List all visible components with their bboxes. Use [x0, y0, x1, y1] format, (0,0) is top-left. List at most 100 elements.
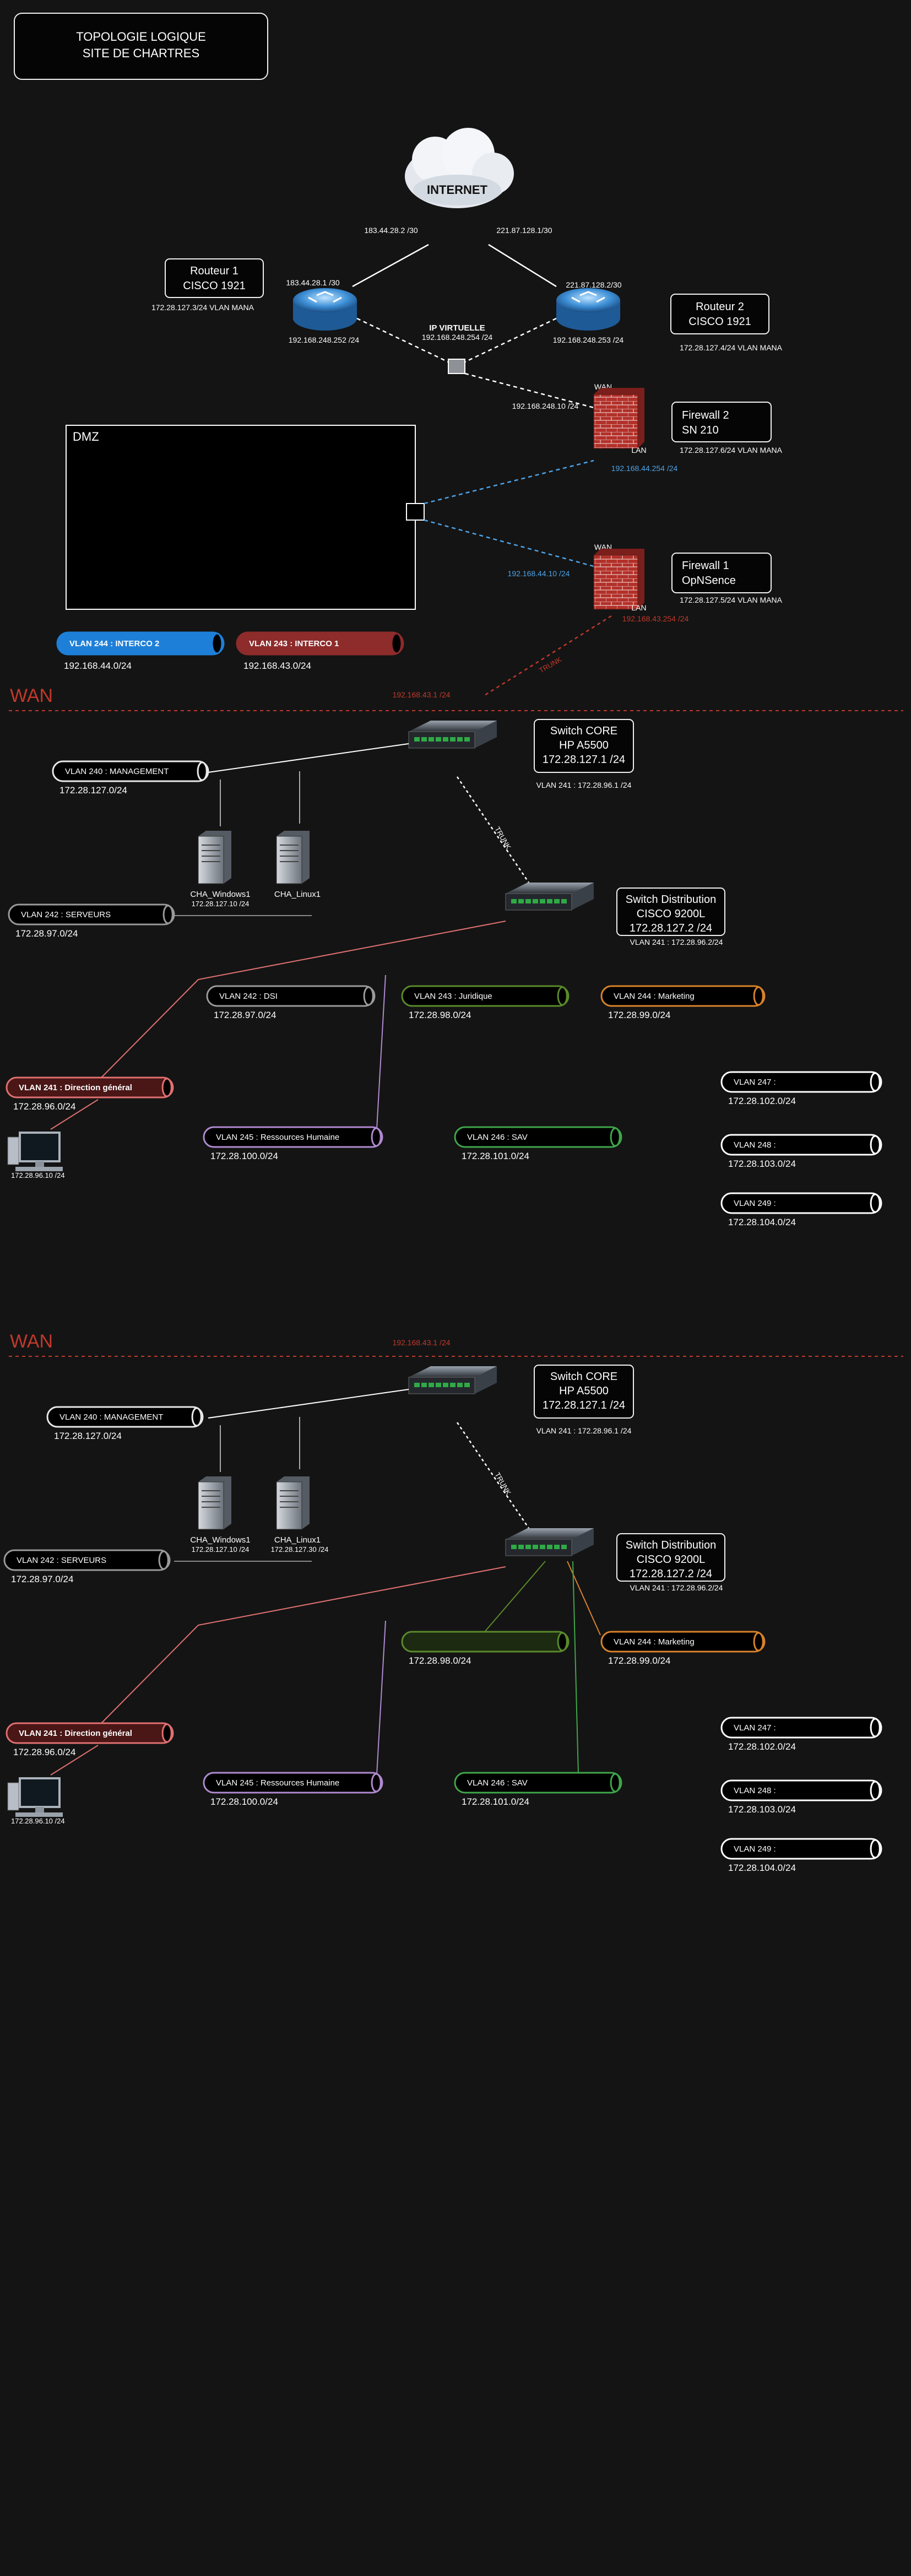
- vlan-pipe-sav-cap: [610, 1773, 621, 1793]
- vlan-pipe-jur-body: [401, 1631, 570, 1653]
- vlan-pipe-v248-cap: [870, 1781, 881, 1800]
- vlan-pipe-serv-cap: [162, 905, 173, 924]
- vlan-pipe-serv-net: 172.28.97.0/24: [11, 1574, 73, 1584]
- pc-icon-tower: [7, 1782, 19, 1811]
- core-switch-icon-top: [409, 721, 497, 732]
- internet-label: INTERNET: [427, 183, 488, 197]
- vlan-pipe-rh-label: VLAN 245 : Ressources Humaine: [216, 1778, 339, 1788]
- core-switch-vlan: VLAN 241 : 172.28.96.1 /24: [536, 1426, 632, 1435]
- vlan-pipe-v247-net: 172.28.102.0/24: [728, 1096, 796, 1106]
- server-windows-icon: [198, 831, 231, 884]
- fw1-lan-label: LAN: [631, 603, 646, 612]
- vlan-pipe-v248: VLAN 248 :172.28.103.0/24: [720, 1779, 882, 1815]
- fw2-wan-ip: 192.168.248.10 /24: [512, 402, 579, 410]
- vlan-pipe-dir: VLAN 241 : Direction général172.28.96.0/…: [6, 1722, 174, 1757]
- vlan-pipe-mgmt-cap: [191, 1407, 202, 1427]
- fw2-lan-label: LAN: [631, 446, 646, 454]
- core-switch-label-frame: [534, 1365, 634, 1419]
- vlan-pipe-rh-body: [203, 1126, 383, 1148]
- vlan-pipe-mkt-body: [600, 1631, 766, 1653]
- pc-ip: 172.28.96.10 /24: [11, 1817, 65, 1825]
- pc-icon-screen: [19, 1777, 61, 1808]
- vlan-pipe-interco1-cap: [391, 632, 403, 654]
- router2-mgmt: 172.28.127.4/24 VLAN MANA: [680, 343, 783, 352]
- link-dmz-fw2: [424, 459, 594, 505]
- vlan-pipe-serv-label: VLAN 242 : SERVEURS: [21, 910, 111, 919]
- fw1-lan-ip: 192.168.43.254 /24: [622, 614, 689, 623]
- vlan-pipe-jur-net: 172.28.98.0/24: [409, 1655, 471, 1666]
- vip-hub-icon: [448, 359, 465, 374]
- core-switch-label-line2: HP A5500: [559, 739, 609, 751]
- server-linux-name: CHA_Linux1: [274, 890, 321, 899]
- core-switch-icon-port: [457, 737, 463, 742]
- vlan-pipe-jur: 172.28.98.0/24: [401, 1631, 570, 1666]
- vlan-pipe-jur-label: VLAN 243 : Juridique: [414, 992, 492, 1001]
- vlan-pipe-v249: VLAN 249 :172.28.104.0/24: [720, 1192, 882, 1227]
- vlan-pipe-v249-body: [720, 1838, 882, 1860]
- router1-icon: [293, 288, 357, 331]
- dmz-label: DMZ: [73, 430, 99, 443]
- core-switch-icon-top: [409, 1366, 497, 1377]
- firewall1-icon: [593, 549, 644, 610]
- router2-line2: CISCO 1921: [688, 316, 751, 328]
- dist-switch-icon-port: [561, 899, 567, 903]
- fw1-trunk-label: TRUNK: [538, 655, 563, 675]
- vlan-pipe-rh-cap: [371, 1127, 382, 1147]
- server-windows-name: CHA_Windows1: [190, 1535, 250, 1545]
- pc-icon: [7, 1777, 63, 1817]
- dist-switch-icon-port: [533, 899, 538, 903]
- router1-label-box: [165, 258, 264, 298]
- dmz-port-icon: [406, 503, 425, 521]
- vlan-pipe-sav-label: VLAN 246 : SAV: [467, 1133, 528, 1142]
- dist-switch-icon-port: [554, 1545, 560, 1549]
- link-mgmt-core: [208, 743, 409, 773]
- wan-label: WAN: [10, 685, 53, 706]
- vlan-pipe-mkt-net: 172.28.99.0/24: [608, 1010, 670, 1020]
- title-line1: TOPOLOGIE LOGIQUE: [76, 30, 206, 44]
- core-switch-icon-port: [443, 1383, 448, 1387]
- vlan-pipe-sav-net: 172.28.101.0/24: [462, 1796, 529, 1807]
- dist-switch-icon-port: [540, 1545, 545, 1549]
- dist-switch-icon-top: [506, 1528, 594, 1539]
- firewall2-mgmt: 172.28.127.6/24 VLAN MANA: [680, 446, 783, 454]
- vlan-pipe-sav-body: [454, 1126, 622, 1148]
- vlan-pipe-mkt-body: [600, 985, 766, 1007]
- vlan-pipe-dir-body: [6, 1722, 174, 1744]
- firewall2-label-box: [671, 402, 772, 442]
- core-switch-icon: [408, 721, 497, 749]
- dist-switch-label-line3: 172.28.127.2 /24: [630, 1568, 712, 1580]
- pc-icon: [7, 1132, 63, 1171]
- link-vip-fw2: [464, 372, 594, 409]
- vlan-pipe-dir: VLAN 241 : Direction général172.28.96.0/…: [6, 1076, 174, 1112]
- server-windows-ip: 172.28.127.10 /24: [192, 1545, 250, 1554]
- vlan-pipe-v248-net: 172.28.103.0/24: [728, 1804, 796, 1815]
- pc-icon-tower: [7, 1137, 19, 1165]
- vlan-pipe-dsi-cap: [363, 986, 374, 1006]
- link-direction-pc: [50, 1745, 99, 1776]
- pc-ip: 172.28.96.10 /24: [11, 1171, 65, 1179]
- dist-switch-label-frame: [616, 1533, 725, 1582]
- router2-line1: Routeur 2: [696, 301, 744, 313]
- dmz-zone: [66, 425, 416, 610]
- vlan-pipe-rh-label: VLAN 245 : Ressources Humaine: [216, 1133, 339, 1142]
- dist-switch-label-line2: CISCO 9200L: [637, 1554, 706, 1566]
- vlan-pipe-rh-body: [203, 1772, 383, 1794]
- vlan-pipe-v249-body: [720, 1192, 882, 1214]
- link-r2-vip: [461, 317, 557, 365]
- dist-switch-icon-port: [533, 1545, 538, 1549]
- dist-switch-icon-port: [518, 1545, 524, 1549]
- pc-icon-screen: [19, 1132, 61, 1162]
- trunk-label: TRUNK: [493, 1471, 513, 1497]
- dist-switch-icon-port: [518, 899, 524, 903]
- dist-switch-icon: [505, 883, 594, 911]
- vlan-pipe-dir-cap: [161, 1723, 172, 1743]
- vlan-pipe-serv-label: VLAN 242 : SERVEURS: [17, 1556, 106, 1565]
